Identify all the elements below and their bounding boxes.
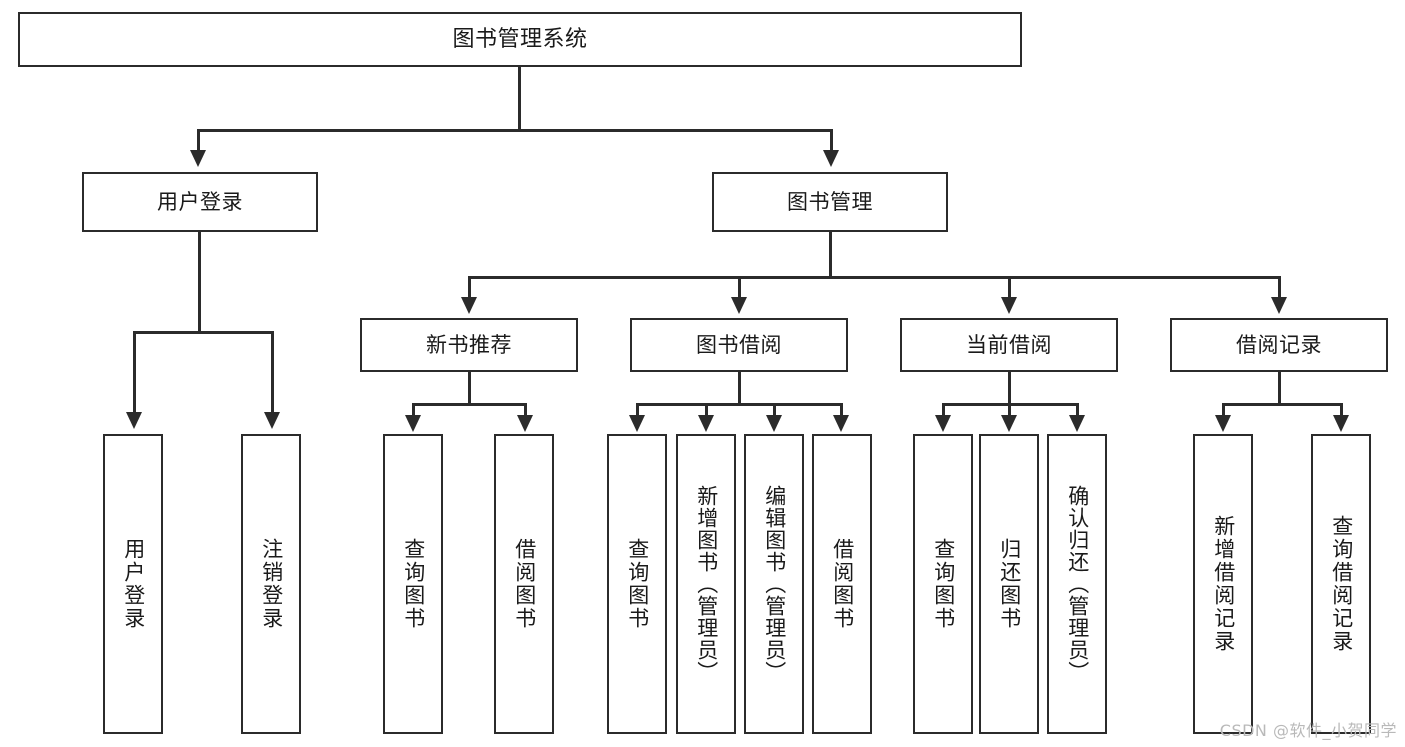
arrowhead-to-new-book-recommend (461, 297, 477, 314)
leaf-new-book-recommend-borrow-book[interactable]: 借阅图书 (494, 434, 554, 734)
node-label: 当前借阅 (966, 332, 1052, 357)
node-label: 用户登录 (157, 189, 243, 214)
arrowhead-bb-leaf-1 (629, 415, 645, 432)
connector-book-management-bar (468, 276, 1280, 279)
connector-cb-leaf-1 (942, 403, 945, 416)
node-label: 图书管理系统 (452, 26, 588, 52)
node-label: 借阅图书 (830, 538, 855, 630)
node-user-login[interactable]: 用户登录 (82, 172, 318, 232)
connector-book-borrow-stem (738, 372, 741, 405)
node-label: 注销登录 (259, 538, 284, 630)
node-new-book-recommend[interactable]: 新书推荐 (360, 318, 578, 372)
node-label: 归还图书 (997, 538, 1022, 630)
arrowhead-to-user-login (190, 150, 206, 167)
connector-bb-leaf-3 (773, 403, 776, 416)
connector-book-borrow-bar (636, 403, 843, 406)
connector-book-management-stem (829, 232, 832, 278)
connector-cb-leaf-3 (1076, 403, 1079, 416)
leaf-book-borrow-borrow-book[interactable]: 借阅图书 (812, 434, 872, 734)
arrowhead-br-leaf-2 (1333, 415, 1349, 432)
connector-nbr-leaf-2 (524, 403, 527, 416)
node-label: 编辑图书（管理员） (762, 485, 787, 683)
arrowhead-cb-leaf-3 (1069, 415, 1085, 432)
connector-bb-leaf-4 (840, 403, 843, 416)
arrowhead-bb-leaf-3 (766, 415, 782, 432)
connector-root-bar (197, 129, 833, 132)
watermark-text: CSDN @软件_小贺同学 (1219, 721, 1397, 740)
arrowhead-user-login-leaf-1 (126, 412, 142, 429)
connector-to-current-borrow (1008, 276, 1011, 298)
node-label: 借阅记录 (1236, 332, 1322, 357)
connector-new-book-recommend-bar (412, 403, 527, 406)
connector-bb-leaf-2 (705, 403, 708, 416)
arrowhead-to-book-borrow (731, 297, 747, 314)
connector-user-login-leaf-2 (271, 331, 274, 413)
leaf-new-book-recommend-query-book[interactable]: 查询图书 (383, 434, 443, 734)
connector-new-book-recommend-stem (468, 372, 471, 405)
connector-borrow-record-bar (1222, 403, 1342, 406)
node-label: 新增借阅记录 (1211, 515, 1236, 653)
node-borrow-record[interactable]: 借阅记录 (1170, 318, 1388, 372)
node-label: 借阅图书 (512, 538, 537, 630)
connector-br-leaf-1 (1222, 403, 1225, 416)
leaf-book-borrow-edit-book-admin[interactable]: 编辑图书（管理员） (744, 434, 804, 734)
leaf-current-borrow-confirm-return-admin[interactable]: 确认归还（管理员） (1047, 434, 1107, 734)
connector-to-user-login (197, 129, 200, 151)
node-label: 图书借阅 (696, 332, 782, 357)
connector-current-borrow-stem (1008, 372, 1011, 405)
leaf-current-borrow-query-book[interactable]: 查询图书 (913, 434, 973, 734)
node-book-borrow[interactable]: 图书借阅 (630, 318, 848, 372)
connector-user-login-leaf-1 (133, 331, 136, 413)
connector-root-stem (518, 67, 521, 131)
leaf-user-login-logout[interactable]: 注销登录 (241, 434, 301, 734)
arrowhead-to-book-management (823, 150, 839, 167)
arrowhead-nbr-leaf-2 (517, 415, 533, 432)
arrowhead-bb-leaf-4 (833, 415, 849, 432)
node-label: 新增图书（管理员） (694, 485, 719, 683)
leaf-borrow-record-query-record[interactable]: 查询借阅记录 (1311, 434, 1371, 734)
connector-to-new-book-recommend (468, 276, 471, 298)
node-label: 用户登录 (121, 538, 146, 630)
arrowhead-user-login-leaf-2 (264, 412, 280, 429)
leaf-user-login-login[interactable]: 用户登录 (103, 434, 163, 734)
connector-user-login-stem (198, 232, 201, 333)
node-label: 查询图书 (625, 538, 650, 630)
arrowhead-cb-leaf-1 (935, 415, 951, 432)
arrowhead-bb-leaf-2 (698, 415, 714, 432)
connector-user-login-bar (133, 331, 271, 334)
connector-cb-leaf-2 (1008, 403, 1011, 416)
connector-to-book-borrow (738, 276, 741, 298)
arrowhead-br-leaf-1 (1215, 415, 1231, 432)
leaf-book-borrow-query-book[interactable]: 查询图书 (607, 434, 667, 734)
connector-borrow-record-stem (1278, 372, 1281, 405)
node-root-book-management-system[interactable]: 图书管理系统 (18, 12, 1022, 67)
connector-to-book-management (830, 129, 833, 151)
node-label: 查询借阅记录 (1329, 515, 1354, 653)
connector-bb-leaf-1 (636, 403, 639, 416)
arrowhead-to-current-borrow (1001, 297, 1017, 314)
node-label: 查询图书 (931, 538, 956, 630)
leaf-current-borrow-return-book[interactable]: 归还图书 (979, 434, 1039, 734)
arrowhead-cb-leaf-2 (1001, 415, 1017, 432)
connector-nbr-leaf-1 (412, 403, 415, 416)
leaf-borrow-record-add-record[interactable]: 新增借阅记录 (1193, 434, 1253, 734)
arrowhead-to-borrow-record (1271, 297, 1287, 314)
leaf-book-borrow-add-book-admin[interactable]: 新增图书（管理员） (676, 434, 736, 734)
connector-to-borrow-record (1278, 276, 1281, 298)
arrowhead-nbr-leaf-1 (405, 415, 421, 432)
node-label: 图书管理 (787, 189, 873, 214)
node-current-borrow[interactable]: 当前借阅 (900, 318, 1118, 372)
connector-br-leaf-2 (1340, 403, 1343, 416)
node-label: 查询图书 (401, 538, 426, 630)
node-label: 确认归还（管理员） (1065, 485, 1090, 683)
node-label: 新书推荐 (426, 332, 512, 357)
node-book-management[interactable]: 图书管理 (712, 172, 948, 232)
